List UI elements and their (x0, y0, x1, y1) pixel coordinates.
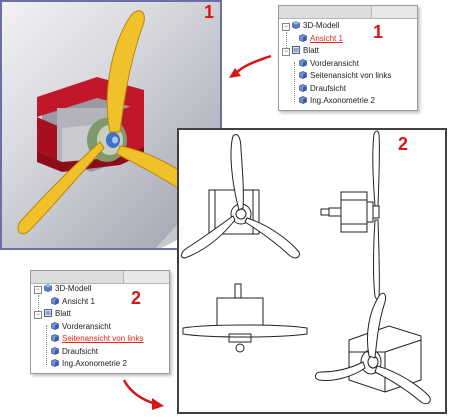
view-icon (51, 359, 62, 368)
tree-item-label: Vorderansicht (62, 321, 111, 331)
tree-item-label: Blatt (55, 309, 72, 318)
tree-item[interactable]: Vorderansicht (51, 321, 111, 332)
tree-item[interactable]: − Blatt (34, 308, 71, 319)
view-icon (51, 334, 62, 343)
tree-item[interactable]: Draufsicht (51, 346, 98, 357)
panel-tab[interactable] (73, 271, 124, 283)
tree-item[interactable]: Ansicht 1 (299, 33, 343, 44)
tree-item-label: Draufsicht (62, 346, 99, 356)
view-icon (299, 71, 310, 80)
panel-tab[interactable] (321, 6, 372, 18)
model-view-3d[interactable] (0, 0, 222, 250)
panel-tabs (279, 6, 417, 19)
tree-item-label: Draufsicht (310, 83, 347, 93)
tree-item[interactable]: Ing.Axonometrie 2 (51, 358, 127, 369)
view-icon (299, 33, 310, 43)
tree-item-label: Ing.Axonometrie 2 (310, 96, 375, 105)
collapse-toggle-icon[interactable]: − (34, 286, 42, 294)
tree-item-label: Ansicht 1 (310, 33, 343, 43)
view-icon (51, 346, 62, 356)
tree-item-label: Vorderansicht (310, 58, 359, 68)
assembly-icon (44, 284, 55, 293)
tree-item[interactable]: Seitenansicht von links (299, 70, 391, 81)
collapse-toggle-icon[interactable]: − (34, 311, 42, 319)
view-icon (299, 83, 310, 93)
tree-item-label: Ansicht 1 (62, 296, 95, 306)
callout-number-tree-top: 1 (373, 22, 384, 42)
sheet-icon (292, 46, 303, 55)
tree-item-label: Ing.Axonometrie 2 (62, 359, 127, 368)
curved-arrow-icon (122, 379, 164, 410)
collapse-toggle-icon[interactable]: − (282, 48, 290, 56)
isometric-view (314, 292, 431, 405)
propeller-model-illustration (17, 10, 220, 248)
side-view-left (320, 130, 380, 300)
tree-item-label: Seitenansicht von links (62, 334, 144, 343)
callout-number-tree-bottom: 2 (131, 288, 142, 308)
tree-item[interactable]: Draufsicht (299, 83, 346, 94)
curved-arrow-icon (229, 54, 272, 78)
tree-item[interactable]: Vorderansicht (299, 58, 359, 69)
view-icon (299, 58, 310, 68)
tree-item[interactable]: − Blatt (282, 45, 319, 56)
view-icon (51, 296, 62, 306)
tree-item-label: Blatt (303, 46, 320, 55)
callout-number-model-view: 1 (204, 2, 215, 22)
panel-tab[interactable] (31, 271, 74, 283)
tree-item-label: 3D-Modell (303, 21, 340, 30)
tree-item[interactable]: Ansicht 1 (51, 296, 95, 307)
tree-item-label: 3D-Modell (55, 284, 92, 293)
panel-tab[interactable] (279, 6, 322, 18)
tree-item[interactable]: − 3D-Modell (34, 283, 91, 294)
tree-item-label: Seitenansicht von links (310, 71, 392, 80)
view-icon (299, 96, 310, 105)
collapse-toggle-icon[interactable]: − (282, 23, 290, 31)
front-view (180, 134, 300, 259)
sheet-icon (44, 309, 55, 318)
view-icon (51, 321, 62, 331)
tree-item[interactable]: − 3D-Modell (282, 20, 339, 31)
drawing-views (180, 130, 431, 405)
top-view (182, 283, 308, 353)
drawing-sheet[interactable] (177, 128, 447, 414)
tree-item[interactable]: Ing.Axonometrie 2 (299, 95, 375, 106)
assembly-icon (292, 21, 303, 30)
panel-tabs (31, 271, 169, 284)
tree-item[interactable]: Seitenansicht von links (51, 333, 143, 344)
callout-number-drawing: 2 (398, 134, 409, 154)
